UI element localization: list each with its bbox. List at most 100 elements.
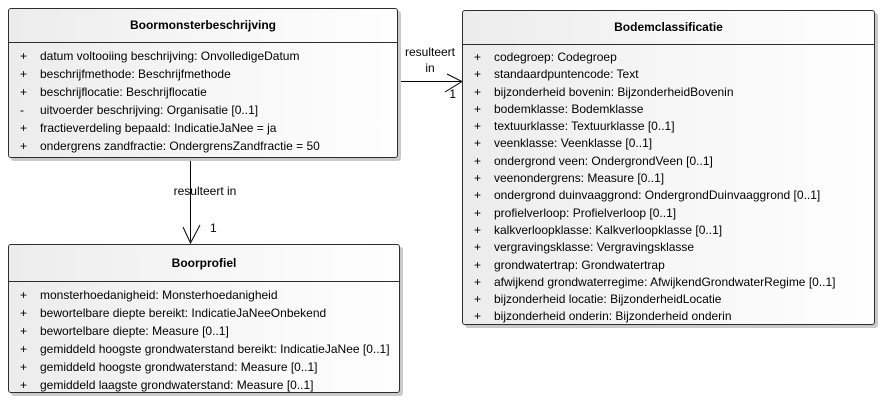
attribute-row: + beschrijfmethode: Beschrijfmethode [9,65,397,83]
association-label-horizontal: resulteert in [396,44,464,76]
attribute-text: gemiddeld hoogste grondwaterstand: Measu… [40,360,318,374]
attribute-text: profielverloop: Profielverloop [0..1] [494,205,677,220]
visibility-marker: + [474,50,482,64]
visibility-marker: + [474,257,482,272]
attribute-row: + bijzonderheid bovenin: BijzonderheidBo… [463,84,874,101]
attribute-compartment: + codegroep: Codegroep + standaardpunten… [463,45,874,326]
visibility-marker: + [474,84,482,99]
attribute-text: bewortelbare diepte: Measure [0..1] [40,324,229,338]
attribute-text: vergravingsklasse: Vergravingsklasse [494,240,695,255]
attribute-row: - uitvoerder beschrijving: Organisatie [… [9,101,397,119]
visibility-marker: + [20,342,28,356]
attribute-row: + ondergrens zandfractie: OndergrensZand… [9,137,397,155]
visibility-marker: - [20,103,24,117]
visibility-marker: + [474,205,482,220]
attribute-text: uitvoerder beschrijving: Organisatie [0.… [40,103,259,117]
attribute-row: + ondergrond veen: OndergrondVeen [0..1] [463,153,874,170]
attribute-row: + bijzonderheid locatie: BijzonderheidLo… [463,291,874,308]
visibility-marker: + [474,67,482,82]
attribute-row: + profielverloop: Profielverloop [0..1] [463,205,874,222]
visibility-marker: + [20,67,28,81]
attribute-row: + veenondergrens: Measure [0..1] [463,170,874,187]
attribute-row: + datum voltooiing beschrijving: Onvolle… [9,47,397,65]
attribute-row: + gemiddeld hoogste grondwaterstand: Mea… [9,358,399,376]
attribute-text: ondergrond duinvaaggrond: OndergrondDuin… [494,188,821,203]
association-label-line2: in [425,61,435,75]
attribute-row: + gemiddeld laagste grondwaterstand: Mea… [9,376,399,394]
attribute-row: + afwijkend grondwaterregime: AfwijkendG… [463,274,874,291]
attribute-row: + codegroep: Codegroep [463,49,874,66]
attribute-compartment: + datum voltooiing beschrijving: Onvolle… [9,43,397,155]
attribute-row: + ondergrond duinvaaggrond: OndergrondDu… [463,187,874,204]
attribute-text: bewortelbare diepte bereikt: IndicatieJa… [40,306,327,320]
visibility-marker: + [474,292,482,307]
visibility-marker: + [20,378,28,392]
association-label-line1: resulteert [404,45,456,59]
visibility-marker: + [474,274,482,289]
attribute-text: beschrijfmethode: Beschrijfmethode [40,67,231,81]
class-title-boorprofiel: Boorprofiel [9,245,399,282]
attribute-text: bijzonderheid bovenin: BijzonderheidBove… [494,84,734,99]
attribute-row: + vergravingsklasse: Vergravingsklasse [463,239,874,256]
attribute-text: bijzonderheid onderin: Bijzonderheid ond… [494,309,732,324]
visibility-marker: + [474,153,482,168]
visibility-marker: + [20,324,28,338]
visibility-marker: + [20,49,28,63]
class-box-boormonsterbeschrijving: Boormonsterbeschrijving + datum voltooii… [8,8,398,158]
attribute-text: datum voltooiing beschrijving: Onvolledi… [40,49,300,63]
visibility-marker: + [474,222,482,237]
multiplicity-label-horizontal: 1 [449,87,456,101]
attribute-text: bodemklasse: Bodemklasse [494,101,644,116]
attribute-row: + bewortelbare diepte bereikt: Indicatie… [9,304,399,322]
attribute-row: + beschrijflocatie: Beschrijflocatie [9,83,397,101]
visibility-marker: + [474,309,482,324]
visibility-marker: + [474,188,482,203]
attribute-text: beschrijflocatie: Beschrijflocatie [40,85,207,99]
association-label-vertical: resulteert in [173,184,237,198]
visibility-marker: + [474,136,482,151]
attribute-row: + monsterhoedanigheid: Monsterhoedanighe… [9,286,399,304]
multiplicity-label-vertical: 1 [210,221,217,235]
attribute-text: veenklasse: Veenklasse [0..1] [494,136,653,151]
attribute-text: gemiddeld laagste grondwaterstand: Measu… [40,378,314,392]
attribute-text: grondwatertrap: Grondwatertrap [494,257,665,272]
visibility-marker: + [20,121,28,135]
attribute-text: bijzonderheid locatie: BijzonderheidLoca… [494,292,722,307]
attribute-text: gemiddeld hoogste grondwaterstand bereik… [40,342,390,356]
attribute-text: ondergrens zandfractie: OndergrensZandfr… [40,139,320,153]
association-resulteert-in-boorprofiel [182,158,201,245]
attribute-row: + fractieverdeling bepaald: IndicatieJaN… [9,119,397,137]
attribute-text: veenondergrens: Measure [0..1] [494,171,665,186]
attribute-text: fractieverdeling bepaald: IndicatieJaNee… [40,121,277,135]
attribute-row: + veenklasse: Veenklasse [0..1] [463,135,874,152]
class-box-bodemclassificatie: Bodemclassificatie + codegroep: Codegroe… [462,10,875,325]
visibility-marker: + [474,171,482,186]
visibility-marker: + [20,139,28,153]
attribute-text: kalkverloopklasse: Kalkverloopklasse [0.… [494,222,723,237]
attribute-text: ondergrond veen: OndergrondVeen [0..1] [494,153,713,168]
attribute-text: monsterhoedanigheid: Monsterhoedanigheid [40,288,278,302]
visibility-marker: + [20,288,28,302]
attribute-row: + bodemklasse: Bodemklasse [463,101,874,118]
visibility-marker: + [20,360,28,374]
attribute-text: standaardpuntencode: Text [494,67,639,82]
visibility-marker: + [474,119,482,134]
attribute-row: + textuurklasse: Textuurklasse [0..1] [463,118,874,135]
class-title-boormonsterbeschrijving: Boormonsterbeschrijving [9,9,397,43]
attribute-row: + bijzonderheid onderin: Bijzonderheid o… [463,308,874,325]
class-box-boorprofiel: Boorprofiel + monsterhoedanigheid: Monst… [8,244,400,393]
attribute-text: textuurklasse: Textuurklasse [0..1] [494,119,675,134]
attribute-row: + gemiddeld hoogste grondwaterstand bere… [9,340,399,358]
attribute-row: + standaardpuntencode: Text [463,66,874,83]
visibility-marker: + [20,85,28,99]
attribute-text: codegroep: Codegroep [494,50,617,64]
attribute-row: + bewortelbare diepte: Measure [0..1] [9,322,399,340]
class-title-bodemclassificatie: Bodemclassificatie [463,11,874,45]
visibility-marker: + [20,306,28,320]
visibility-marker: + [474,101,482,116]
attribute-compartment: + monsterhoedanigheid: Monsterhoedanighe… [9,282,399,394]
attribute-row: + kalkverloopklasse: Kalkverloopklasse [… [463,222,874,239]
visibility-marker: + [474,240,482,255]
